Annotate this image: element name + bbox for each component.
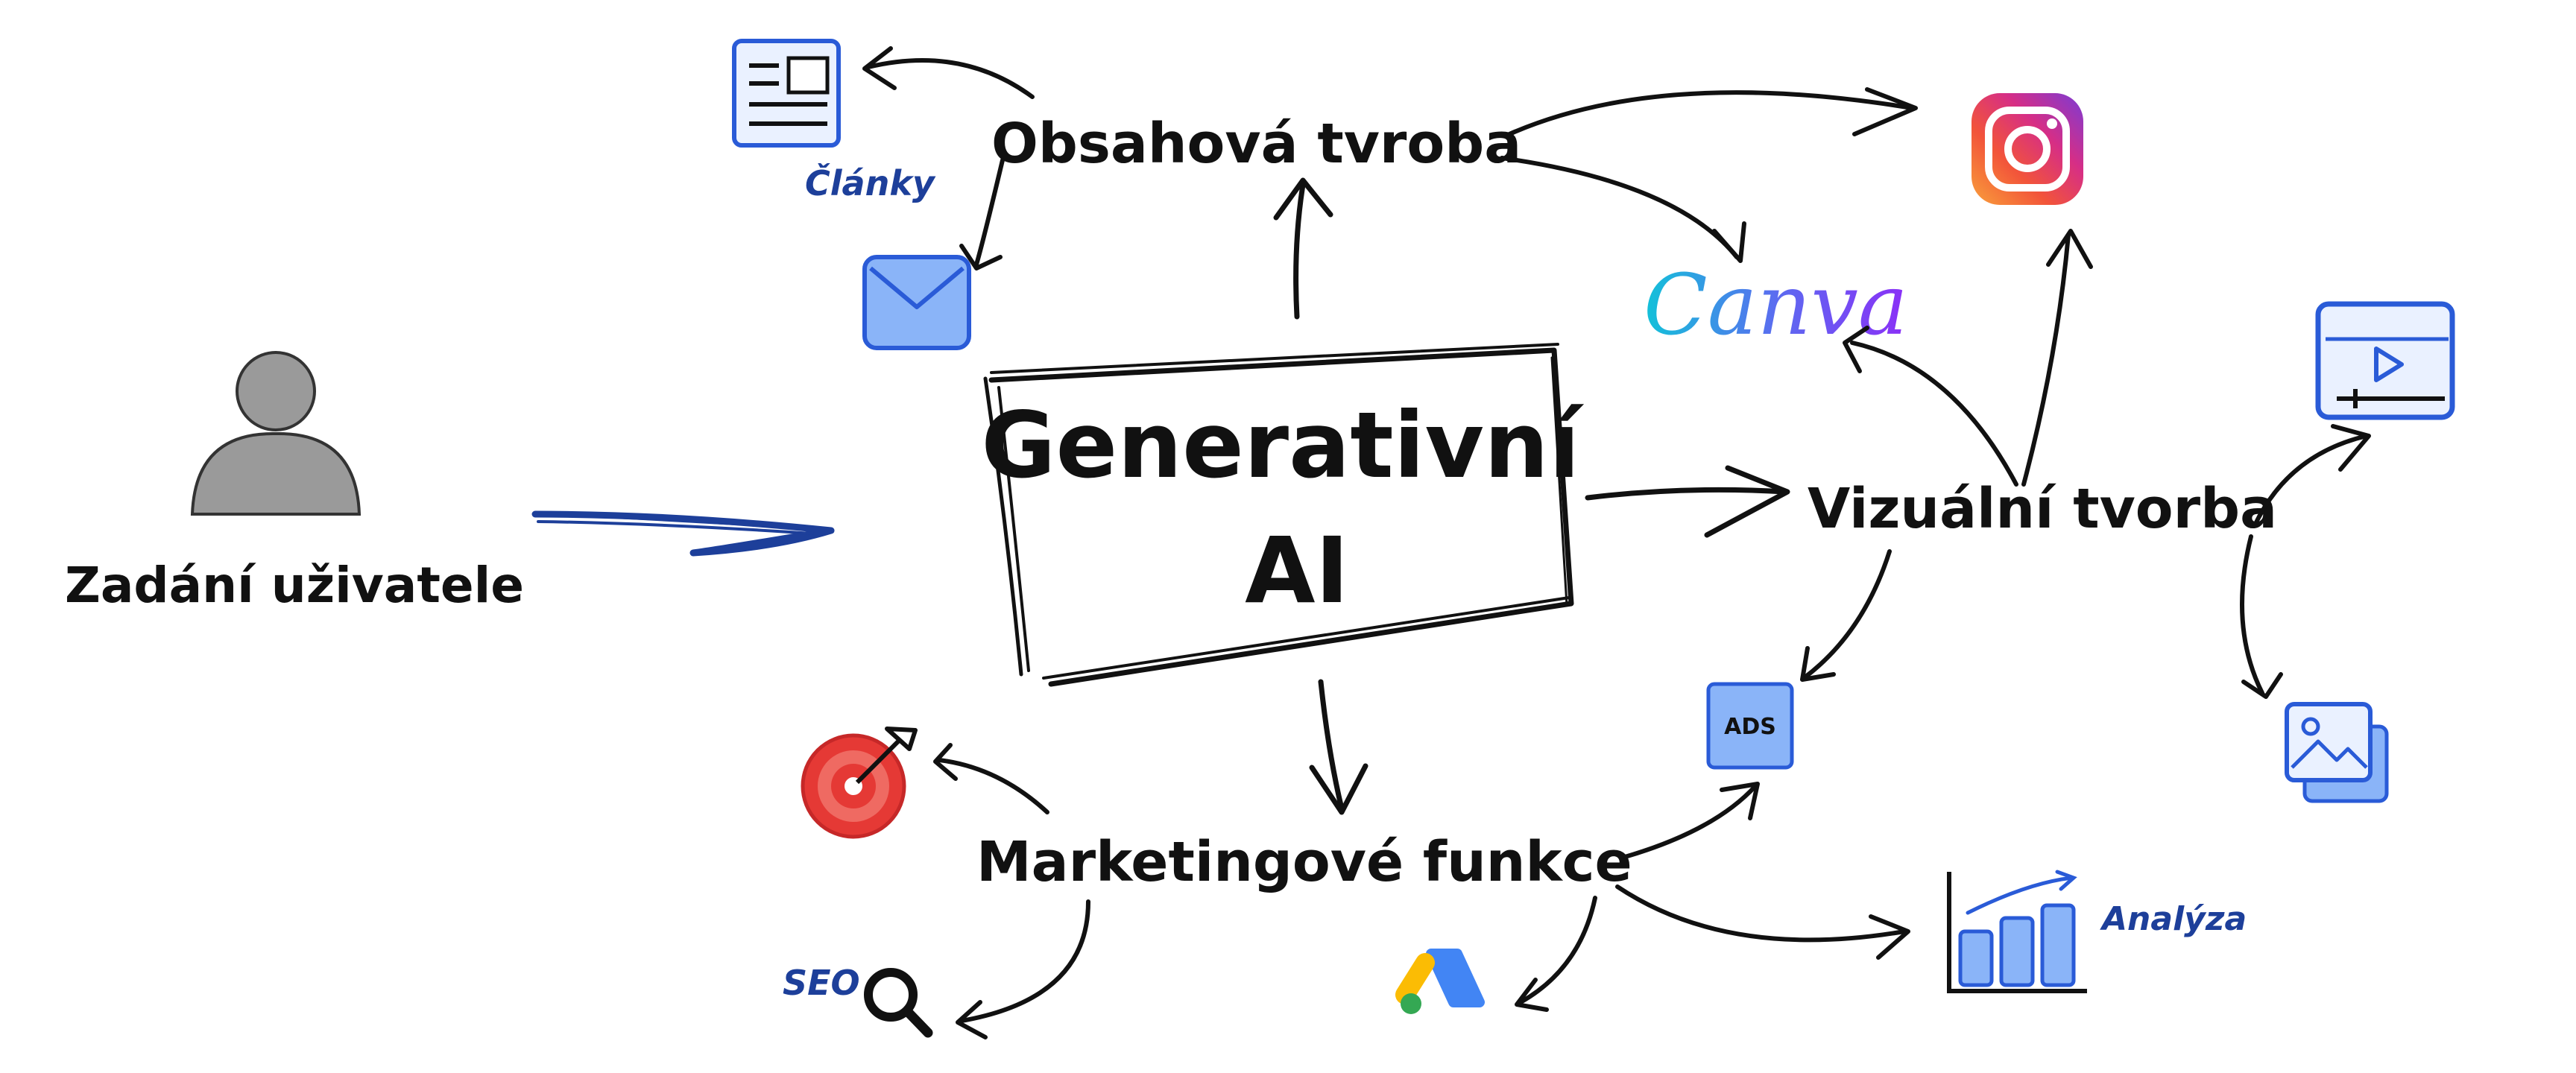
seo-label: SEO <box>783 963 860 1003</box>
visual-to-instagram-arrow <box>2021 229 2093 487</box>
search-icon <box>864 968 933 1038</box>
ads-icon-text: ADS <box>1724 714 1776 740</box>
instagram-icon <box>1972 93 2083 205</box>
ai-to-visual-arrow <box>1585 465 1790 538</box>
content-to-instagram-arrow <box>1507 87 1918 136</box>
target-icon <box>801 727 918 839</box>
user-to-ai-arrow <box>531 510 835 557</box>
user-label: Zadání uživatele <box>65 557 524 614</box>
branch-marketing-label: Marketingové funkce <box>976 830 1632 894</box>
marketing-to-google-ads-arrow <box>1515 896 1597 1012</box>
image-gallery-icon <box>2285 702 2389 803</box>
bar-chart-icon <box>1947 870 2087 993</box>
ai-to-marketing-arrow <box>1309 679 1368 815</box>
user-icon <box>190 351 362 516</box>
marketing-to-ads-arrow <box>1623 782 1760 859</box>
google-ads-icon <box>1395 949 1485 1014</box>
marketing-to-seo-arrow <box>956 899 1090 1039</box>
mail-icon <box>862 255 971 350</box>
visual-to-canva-arrow <box>1843 326 2018 487</box>
video-player-icon <box>2315 301 2455 420</box>
document-icon <box>732 39 841 148</box>
center-title-line2: AI <box>1245 518 1349 624</box>
canva-logo: Canva <box>1644 257 1908 354</box>
analysis-label: Analýza <box>2100 900 2247 938</box>
branch-content-label: Obsahová tvroba <box>991 112 1521 176</box>
center-title-line1: Generativní <box>981 393 1584 498</box>
articles-label: Články <box>805 163 936 203</box>
content-to-articles-arrow <box>862 46 1035 99</box>
visual-to-video-arrow <box>2253 424 2371 528</box>
content-to-canva-arrow <box>1500 156 1746 263</box>
visual-to-image-arrow <box>2240 534 2283 699</box>
center-box <box>983 343 1574 687</box>
visual-to-ads-arrow <box>1800 549 1892 682</box>
marketing-to-analysis-arrow <box>1615 884 1910 960</box>
ai-to-content-arrow <box>1273 177 1333 320</box>
ads-icon: ADS <box>1706 682 1794 770</box>
content-to-mail-arrow <box>959 158 1005 270</box>
marketing-to-target-arrow <box>933 743 1049 814</box>
branch-visual-label: Vizuální tvorba <box>1808 477 2277 541</box>
